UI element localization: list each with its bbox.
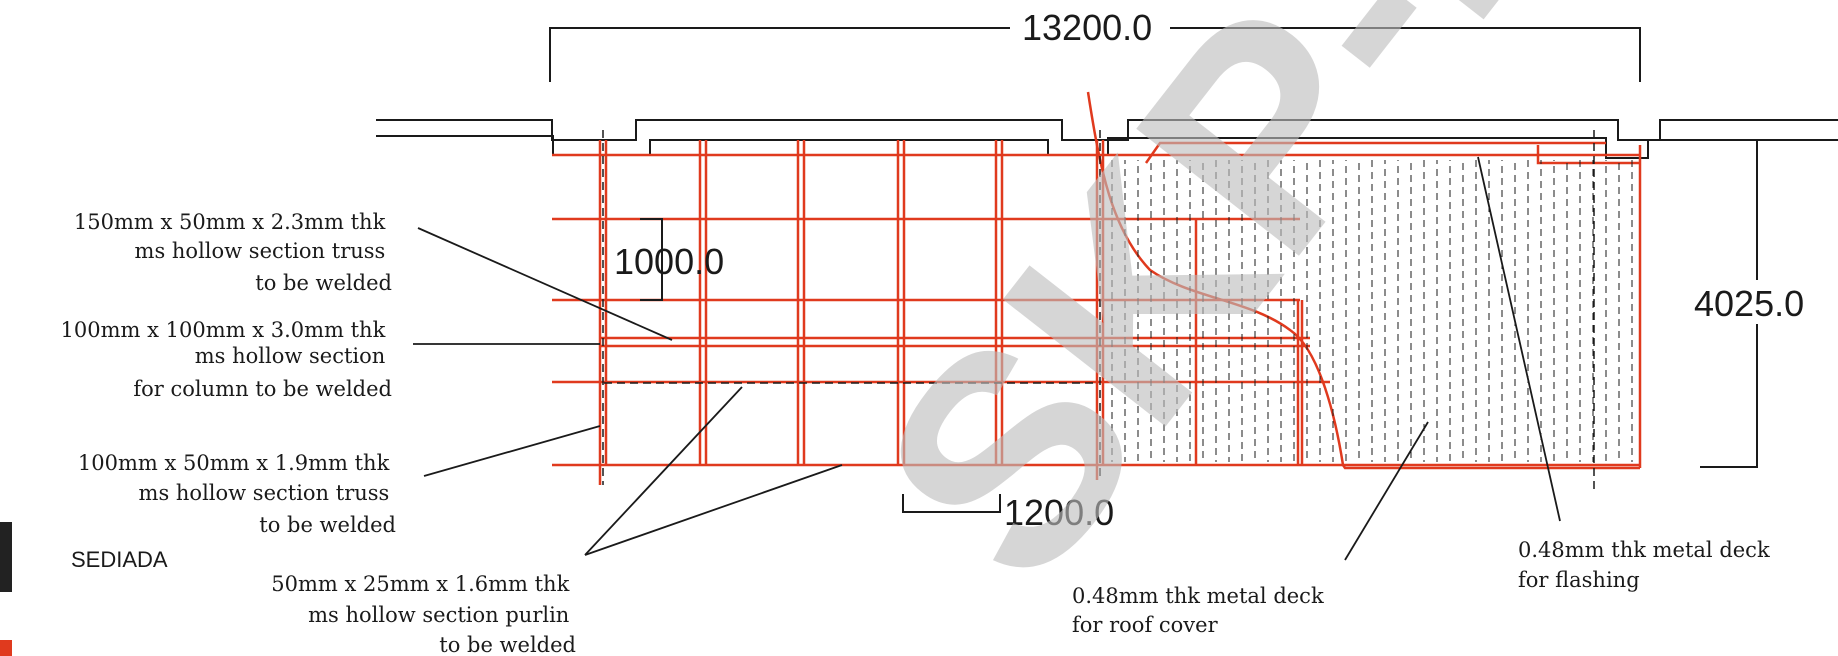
deck-edge-line bbox=[1341, 464, 1640, 470]
purlin-spacing-dim: 1000.0 bbox=[614, 241, 724, 282]
overall-width-dim-bg bbox=[1010, 8, 1170, 48]
deck-cut-line bbox=[1086, 91, 1345, 466]
callout-truss-100: 100mm x 50mm x 1.9mm thk ms hollow secti… bbox=[78, 451, 396, 537]
purlin-spacing-dim-line bbox=[640, 218, 663, 301]
overall-width-dim: 13200.0 bbox=[1022, 7, 1152, 48]
callout-purlin-50: 50mm x 25mm x 1.6mm thk ms hollow sectio… bbox=[271, 572, 576, 656]
callout-truss-150-line-3: to be welded bbox=[255, 271, 392, 295]
dimension-texts: 13200.0 4025.0 1000.0 1200.0 bbox=[614, 7, 1824, 533]
callout-deck-roof-line-1: 0.48mm thk metal deck bbox=[1072, 584, 1324, 608]
callout-texts: 150mm x 50mm x 2.3mm thk ms hollow secti… bbox=[61, 210, 1776, 656]
callout-truss-100-line-2: ms hollow section truss bbox=[139, 481, 390, 505]
truss-spacing-dim: 1200.0 bbox=[1004, 492, 1114, 533]
callout-column-100-line-1: 100mm x 100mm x 3.0mm thk bbox=[61, 318, 386, 342]
callout-column-100-line-3: for column to be welded bbox=[133, 377, 392, 401]
callout-deck-flashing-line-1: 0.48mm thk metal deck bbox=[1518, 538, 1770, 562]
leader-deck-flashing bbox=[1477, 156, 1561, 522]
callout-deck-flashing-line-2: for flashing bbox=[1518, 568, 1640, 592]
callout-truss-100-line-3: to be welded bbox=[259, 513, 396, 537]
leader-truss-150 bbox=[417, 227, 673, 341]
callout-purlin-50-line-1: 50mm x 25mm x 1.6mm thk bbox=[271, 572, 569, 596]
leader-lines bbox=[413, 156, 1561, 561]
callout-truss-150-line-2: ms hollow section truss bbox=[135, 239, 386, 263]
logo-mark-dark bbox=[0, 522, 12, 592]
flashing-right-bend bbox=[1536, 145, 1640, 165]
height-dim-bg bbox=[1692, 280, 1824, 324]
callout-column-100-line-2: ms hollow section bbox=[195, 344, 386, 368]
callout-deck-flashing: 0.48mm thk metal deck for flashing bbox=[1518, 538, 1776, 592]
callout-truss-100-line-1: 100mm x 50mm x 1.9mm thk bbox=[78, 451, 390, 475]
flashing-left-bend bbox=[1144, 141, 1606, 164]
leader-purlin-b bbox=[584, 464, 843, 556]
steel-frame-grid bbox=[552, 91, 1642, 485]
callout-deck-roof-line-2: for roof cover bbox=[1072, 613, 1219, 637]
company-logo: SEDIADA bbox=[0, 522, 168, 656]
callout-column-100: 100mm x 100mm x 3.0mm thk ms hollow sect… bbox=[61, 318, 392, 401]
callout-purlin-50-line-3: to be welded bbox=[439, 633, 576, 656]
logo-mark-red bbox=[0, 640, 12, 656]
logo-text: SEDIADA bbox=[71, 547, 168, 572]
truss-spacing-dim-line bbox=[902, 494, 1001, 513]
leader-purlin-a bbox=[584, 386, 743, 556]
callout-truss-150: 150mm x 50mm x 2.3mm thk ms hollow secti… bbox=[74, 210, 392, 295]
callout-purlin-50-line-2: ms hollow section purlin bbox=[308, 603, 569, 627]
callout-truss-150-line-1: 150mm x 50mm x 2.3mm thk bbox=[74, 210, 386, 234]
height-dim: 4025.0 bbox=[1694, 283, 1804, 324]
reference-lines bbox=[602, 130, 1595, 490]
metal-deck-hatch bbox=[1111, 160, 1633, 462]
callout-deck-roof: 0.48mm thk metal deck for roof cover bbox=[1072, 584, 1330, 637]
leader-deck-roof bbox=[1344, 421, 1429, 561]
leader-truss-100 bbox=[423, 425, 601, 477]
